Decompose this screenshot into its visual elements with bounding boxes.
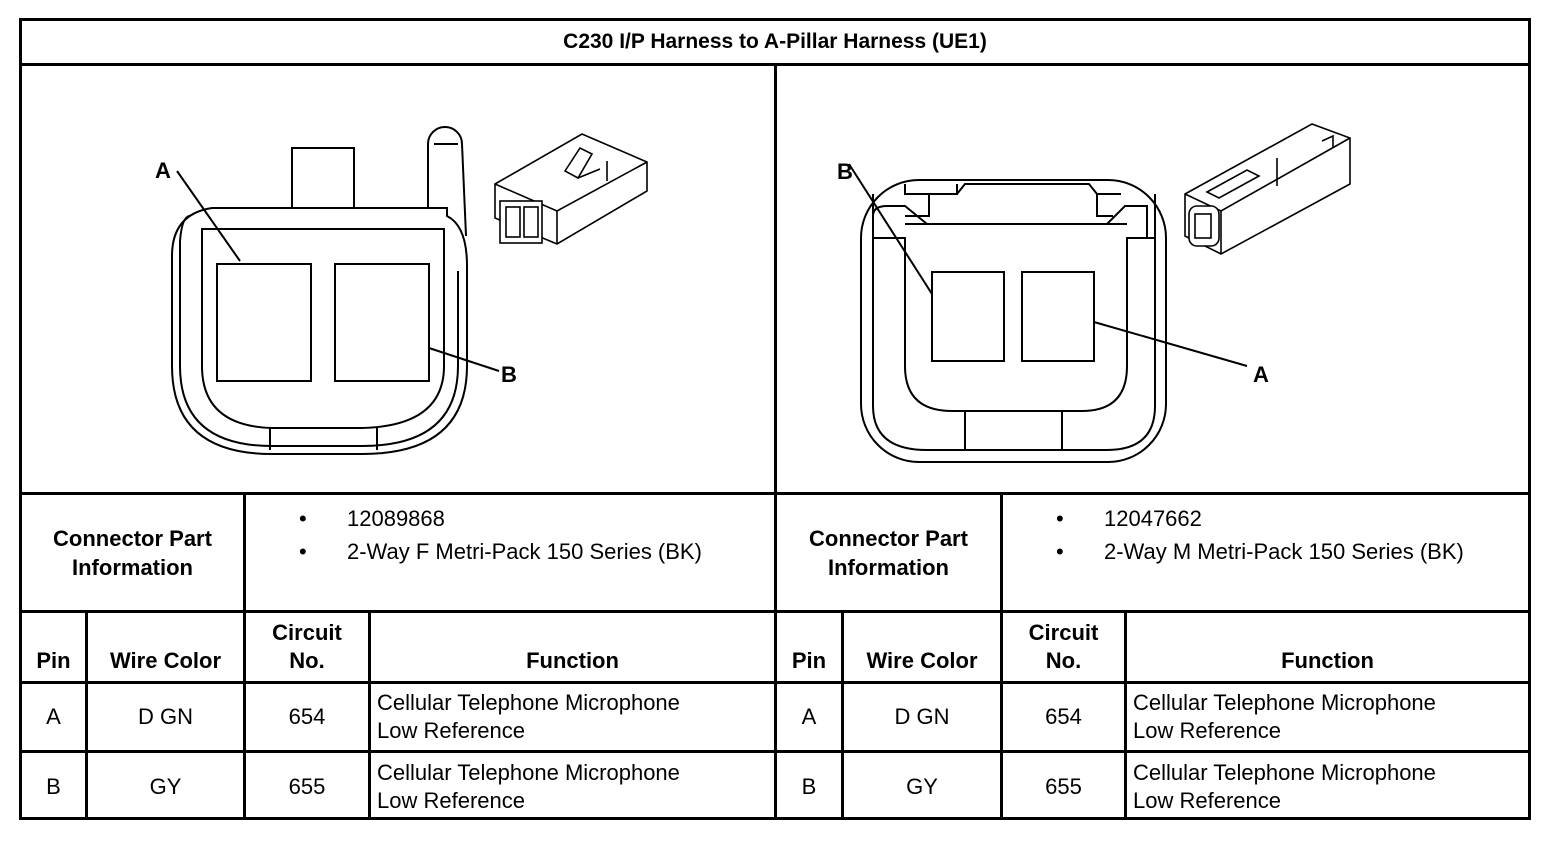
col-header-pin: Pin bbox=[36, 648, 71, 673]
header-bottom-rule bbox=[22, 681, 1528, 684]
col-header-circuit: Circuit No. bbox=[246, 613, 368, 681]
wire-color-cell: GY bbox=[906, 773, 938, 799]
function-line2: Low Reference bbox=[1133, 718, 1281, 743]
function-cell: Cellular Telephone Microphone Low Refere… bbox=[371, 684, 774, 750]
circuit-cell: 655 bbox=[1045, 773, 1082, 799]
callout-second: A bbox=[1253, 362, 1269, 387]
list-item: • 2-Way F Metri-Pack 150 Series (BK) bbox=[299, 535, 702, 568]
circuit-cell: 654 bbox=[288, 704, 326, 729]
right-partinfo-divider bbox=[1000, 495, 1003, 613]
function-line1: Cellular Telephone Microphone bbox=[377, 690, 680, 715]
list-item: • 2-Way M Metri-Pack 150 Series (BK) bbox=[1056, 535, 1464, 568]
circuit-header-line2: No. bbox=[289, 648, 325, 673]
wire-color-cell: D GN bbox=[894, 704, 950, 729]
part-description: 2-Way M Metri-Pack 150 Series (BK) bbox=[1104, 539, 1464, 564]
part-number: 12089868 bbox=[347, 506, 445, 531]
partinfo-label-line1: Connector Part bbox=[809, 525, 968, 551]
col-header-function: Function bbox=[526, 648, 619, 673]
col-header-pin: Pin bbox=[791, 648, 827, 673]
row-a-bottom-rule bbox=[22, 750, 1528, 753]
part-number: 12047662 bbox=[1104, 506, 1202, 531]
partinfo-label-line2: Information bbox=[72, 554, 193, 580]
connector-sheet: C230 I/P Harness to A-Pillar Harness (UE… bbox=[19, 18, 1531, 820]
list-item: • 12047662 bbox=[1056, 502, 1464, 535]
bullet: • bbox=[1056, 539, 1064, 564]
wire-color-cell: D GN bbox=[138, 704, 193, 729]
partinfo-label-line1: Connector Part bbox=[53, 525, 212, 551]
circuit-cell: 654 bbox=[1045, 704, 1082, 729]
col-header-wire-color: Wire Color bbox=[109, 648, 222, 673]
left-col-divider-3 bbox=[368, 613, 371, 820]
callout-second: B bbox=[501, 362, 517, 387]
circuit-header-line1: Circuit bbox=[272, 620, 342, 645]
function-line1: Cellular Telephone Microphone bbox=[377, 759, 680, 785]
col-header-wire-color: Wire Color bbox=[866, 648, 978, 673]
col-header-circuit: Circuit No. bbox=[1003, 613, 1124, 681]
sheet-title: C230 I/P Harness to A-Pillar Harness (UE… bbox=[22, 21, 1528, 66]
male-connector-drawing: B A bbox=[837, 123, 1351, 463]
partinfo-label-line2: Information bbox=[828, 554, 949, 580]
col-header-function: Function bbox=[1281, 648, 1374, 673]
pin-cell: A bbox=[801, 704, 817, 729]
wire-color-cell: GY bbox=[149, 773, 182, 799]
drawing-bottom-rule bbox=[22, 492, 1528, 495]
center-divider bbox=[774, 66, 777, 820]
function-line1: Cellular Telephone Microphone bbox=[1133, 759, 1436, 785]
part-description: 2-Way F Metri-Pack 150 Series (BK) bbox=[347, 539, 702, 564]
circuit-header-line2: No. bbox=[1045, 648, 1082, 673]
function-cell: Cellular Telephone Microphone Low Refere… bbox=[1127, 684, 1528, 750]
left-partinfo-label: Connector Part Information bbox=[22, 495, 243, 610]
bullet: • bbox=[299, 506, 307, 531]
bullet: • bbox=[299, 539, 307, 564]
pin-cell: B bbox=[801, 773, 817, 799]
function-line1: Cellular Telephone Microphone bbox=[1133, 690, 1436, 715]
partinfo-bottom-rule bbox=[22, 610, 1528, 613]
right-partinfo-label: Connector Part Information bbox=[777, 495, 1000, 610]
circuit-cell: 655 bbox=[288, 773, 326, 799]
function-line2: Low Reference bbox=[377, 787, 525, 813]
bullet: • bbox=[1056, 506, 1064, 531]
right-partinfo-list: • 12047662 • 2-Way M Metri-Pack 150 Series… bbox=[1056, 502, 1464, 568]
left-partinfo-divider bbox=[243, 495, 246, 613]
circuit-header-line1: Circuit bbox=[1028, 620, 1099, 645]
callout-first: B bbox=[837, 159, 853, 184]
right-col-divider-1 bbox=[841, 613, 844, 820]
left-col-divider-1 bbox=[85, 613, 88, 820]
function-cell: Cellular Telephone Microphone Low Refere… bbox=[1127, 753, 1528, 820]
function-line2: Low Reference bbox=[377, 718, 525, 743]
female-connector-drawing: A B bbox=[155, 126, 648, 455]
left-partinfo-list: • 12089868 • 2-Way F Metri-Pack 150 Series… bbox=[299, 502, 702, 568]
function-cell: Cellular Telephone Microphone Low Refere… bbox=[371, 753, 774, 820]
pin-cell: B bbox=[46, 773, 61, 799]
right-col-divider-3 bbox=[1124, 613, 1127, 820]
pin-cell: A bbox=[46, 704, 61, 729]
function-line2: Low Reference bbox=[1133, 787, 1281, 813]
right-col-divider-2 bbox=[1000, 613, 1003, 820]
callout-first: A bbox=[155, 158, 171, 183]
left-col-divider-2 bbox=[243, 613, 246, 820]
list-item: • 12089868 bbox=[299, 502, 702, 535]
